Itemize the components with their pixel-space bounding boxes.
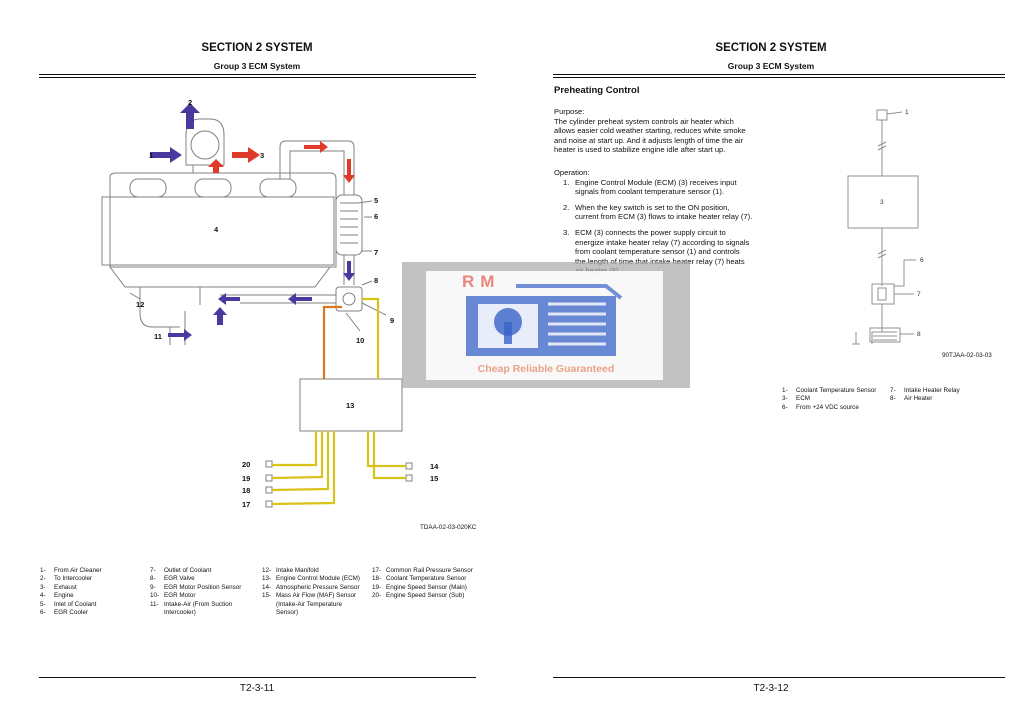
preheat-callout-7: 7 — [917, 291, 921, 298]
left-legend-col-4: 17-Common Rail Pressure Sensor 18-Coolan… — [372, 567, 473, 600]
callout-14: 14 — [430, 462, 439, 471]
callout-12: 12 — [136, 300, 144, 309]
preheat-callout-6: 6 — [920, 257, 924, 264]
right-page: SECTION 2 SYSTEM Group 3 ECM System Preh… — [514, 0, 1028, 727]
callout-7: 7 — [374, 248, 378, 257]
watermark-tagline: Cheap Reliable Guaranteed — [477, 363, 615, 375]
left-footer-rule — [39, 677, 476, 678]
callout-19: 19 — [242, 474, 250, 483]
watermark-logo-icon — [466, 284, 623, 356]
preheat-circuit-diagram: 1 3 6 7 8 — [847, 109, 924, 345]
left-group-title: Group 3 ECM System — [213, 61, 301, 71]
operation-block: Operation: 1. Engine Control Module (ECM… — [554, 168, 804, 282]
right-legend-col-1: 1-Coolant Temperature Sensor 3-ECM 6-Fro… — [782, 387, 877, 411]
preheating-heading: Preheating Control — [554, 85, 640, 96]
callout-18: 18 — [242, 486, 250, 495]
purpose-line: allows easier cold weather starting, red… — [554, 126, 746, 136]
watermark: RM Cheap Reliable Guaranteed — [402, 262, 690, 388]
callout-5: 5 — [374, 196, 378, 205]
right-page-number: T2-3-12 — [753, 683, 789, 694]
operation-item: 1. Engine Control Module (ECM) (3) recei… — [563, 177, 737, 197]
callout-1: 1 — [149, 151, 153, 160]
callout-3: 3 — [260, 151, 264, 160]
purpose-line: and noise at start up. And it adjusts le… — [554, 135, 744, 145]
purpose-block: Purpose: The cylinder preheat system con… — [554, 107, 794, 155]
callout-11: 11 — [154, 332, 162, 341]
left-page-number: T2-3-11 — [239, 683, 275, 694]
watermark-logo-text: RM — [462, 272, 501, 291]
callout-8: 8 — [374, 276, 378, 285]
right-footer-rule — [553, 677, 1005, 678]
left-legend-col-1: 1-From Air Cleaner 2-To Intercooler 3-Ex… — [40, 567, 102, 617]
right-group-title: Group 3 ECM System — [727, 61, 815, 71]
right-header-rule — [553, 74, 1005, 75]
right-section-title: SECTION 2 SYSTEM — [715, 42, 827, 54]
callout-4: 4 — [214, 225, 219, 234]
callout-13: 13 — [346, 401, 354, 410]
callout-2: 2 — [188, 98, 192, 107]
purpose-line: The cylinder preheat system controls air… — [554, 116, 734, 126]
egr-system-diagram: 1 2 3 4 5 6 7 8 9 10 11 12 13 14 15 20 1… — [101, 98, 439, 509]
left-header-rule-2 — [39, 77, 476, 78]
purpose-line: heater is used to stabilize engine idle … — [554, 145, 726, 155]
left-legend-col-3: 12-Intake Manifold 13-Engine Control Mod… — [262, 567, 360, 617]
purpose-label: Purpose: — [554, 107, 585, 116]
left-figure-code: TDAA-02-03-020KC — [420, 524, 477, 531]
operation-item: 2. When the key switch is set to the ON … — [563, 202, 753, 222]
operation-label: Operation: — [554, 168, 590, 177]
preheat-callout-3: 3 — [880, 199, 884, 206]
preheat-callout-1: 1 — [905, 109, 909, 116]
left-page: SECTION 2 SYSTEM Group 3 ECM System — [39, 42, 477, 694]
left-legend-col-2: 7-Outlet of Coolant 8-EGR Valve 9-EGR Mo… — [150, 567, 242, 617]
right-header-rule-2 — [553, 77, 1005, 78]
right-figure-code: 90TJAA-02-03-03 — [942, 352, 992, 359]
left-section-title: SECTION 2 SYSTEM — [201, 42, 313, 54]
callout-9: 9 — [390, 316, 394, 325]
right-legend-col-2: 7-Intake Heater Relay 8-Air Heater — [890, 387, 960, 403]
left-header-rule — [39, 74, 476, 75]
callout-20: 20 — [242, 460, 250, 469]
callout-10: 10 — [356, 336, 364, 345]
callout-6: 6 — [374, 212, 378, 221]
callout-17: 17 — [242, 500, 250, 509]
preheat-callout-8: 8 — [917, 331, 921, 338]
callout-15: 15 — [430, 474, 438, 483]
